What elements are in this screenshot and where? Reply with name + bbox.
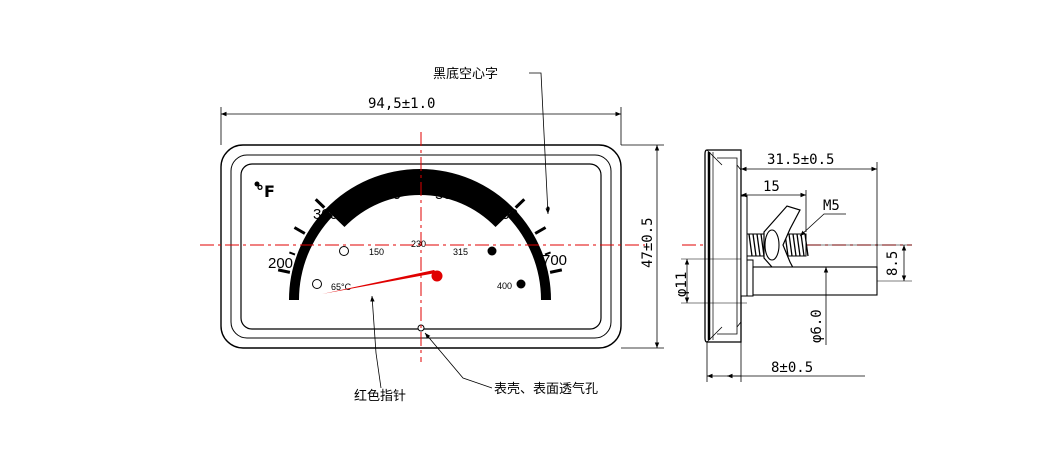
scale-label-200: 200 xyxy=(268,255,293,272)
inner-label-150: 150 xyxy=(369,247,384,257)
thread-callout: M5 xyxy=(823,198,840,214)
side-view: 31.5±0.5 15 M5 8.5 φ11 φ6.0 8±0.5 xyxy=(674,149,912,382)
scale-label-400: 400 xyxy=(376,186,401,203)
callout-face: 黑底空心字 xyxy=(433,66,498,82)
case-profile xyxy=(704,149,742,343)
stem-dia-dimension: φ6.0 xyxy=(809,309,825,343)
callout-vent: 表壳、表面透气孔 xyxy=(494,381,598,397)
callout-pointer: 红色指针 xyxy=(354,388,406,404)
inner-label-315: 315 xyxy=(453,247,468,257)
height-dimension: 47±0.5 xyxy=(640,217,656,268)
scale-dots xyxy=(254,181,550,289)
flange-dia-dimension: φ11 xyxy=(674,272,690,297)
scale-label-300: 300 xyxy=(313,206,338,223)
scale-arc xyxy=(289,169,551,300)
scale-label-600: 600 xyxy=(493,206,518,223)
flange xyxy=(740,195,748,297)
scale-label-700: 700 xyxy=(542,252,567,269)
red-pointer xyxy=(322,270,436,294)
base-dimension: 8±0.5 xyxy=(771,360,813,376)
inner-label-400: 400 xyxy=(497,281,512,291)
depth-dimension: 31.5±0.5 xyxy=(767,152,834,168)
probe-stem xyxy=(752,266,878,296)
thread-dia-dimension: 8.5 xyxy=(885,251,901,276)
inner-label-230: 230 xyxy=(411,239,426,249)
scale-label-500: 500 xyxy=(435,186,460,203)
inner-unit-label: 65°C xyxy=(331,282,352,292)
outer-scale xyxy=(277,198,563,274)
unit-symbol: °F xyxy=(256,182,275,201)
front-view: 200 300 400 500 600 700 150 230 315 400 … xyxy=(200,66,664,404)
pointer-hub xyxy=(431,270,443,282)
stem-dimension: 15 xyxy=(763,179,780,195)
width-dimension: 94,5±1.0 xyxy=(368,96,435,112)
